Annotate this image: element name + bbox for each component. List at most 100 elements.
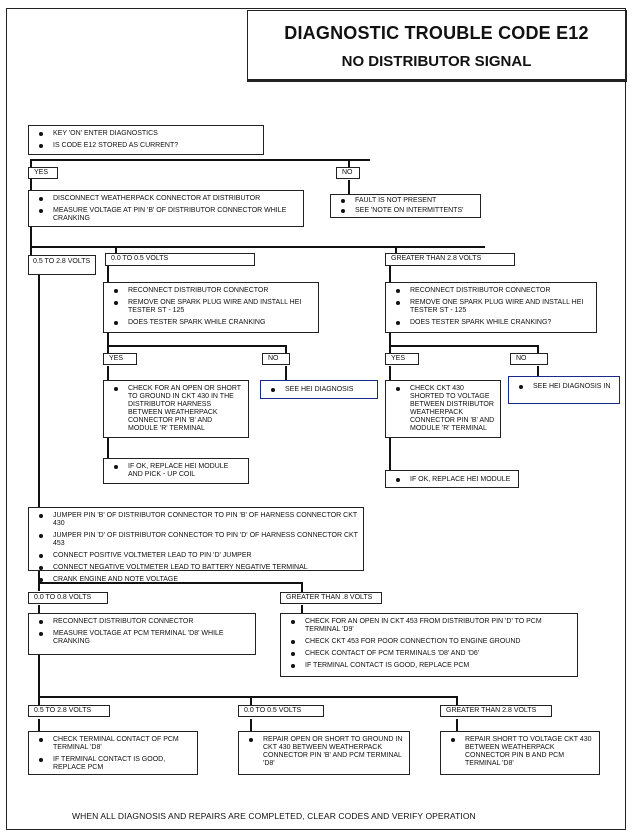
bullet-icon (396, 301, 400, 305)
bullet-icon (39, 132, 43, 136)
list-item: CONNECT POSITIVE VOLTMETER LEAD TO PIN '… (33, 552, 359, 560)
yes-label: YES (28, 167, 58, 179)
connector-line (456, 696, 458, 705)
bullet-icon (39, 514, 43, 518)
yes-label: YES (103, 353, 137, 365)
diagram-subtitle: NO DISTRIBUTOR SIGNAL (341, 53, 532, 70)
list-item: FAULT IS NOT PRESENT (335, 197, 476, 205)
connector-line (38, 719, 40, 731)
list-item: JUMPER PIN 'B' OF DISTRIBUTOR CONNECTOR … (33, 512, 359, 528)
bullet-icon (519, 385, 523, 389)
connector-line (395, 246, 397, 255)
bullet-icon (39, 632, 43, 636)
replace-hei-module-box: IF OK, REPLACE HEI MODULE (385, 470, 519, 488)
connector-line (107, 438, 109, 458)
bullet-icon (39, 554, 43, 558)
list-item: REMOVE ONE SPARK PLUG WIRE AND INSTALL H… (108, 299, 314, 315)
range-label: 0.0 TO 0.8 VOLTS (28, 592, 108, 604)
bullet-icon (291, 640, 295, 644)
bullet-icon (39, 738, 43, 742)
connector-line (537, 345, 539, 353)
bullet-icon (341, 199, 345, 203)
high-voltage-test-box: RECONNECT DISTRIBUTOR CONNECTOR REMOVE O… (385, 282, 597, 333)
connector-line (38, 274, 40, 510)
list-item: JUMPER PIN 'D' OF DISTRIBUTOR CONNECTOR … (33, 532, 359, 548)
replace-module-box: IF OK, REPLACE HEI MODULE AND PICK - UP … (103, 458, 249, 484)
list-item: DOES TESTER SPARK WHILE CRANKING? (390, 319, 592, 327)
repair-short-voltage-box: REPAIR SHORT TO VOLTAGE CKT 430 BETWEEN … (440, 731, 600, 775)
bullet-icon (396, 478, 400, 482)
range-label: 0.0 TO 0.5 VOLTS (105, 253, 255, 266)
no-label: NO (262, 353, 290, 365)
connector-line (38, 605, 40, 613)
title-box: DIAGNOSTIC TROUBLE CODE E12 NO DISTRIBUT… (247, 10, 627, 82)
range-label: 0.5 TO 2.8 VOLTS (28, 705, 110, 717)
start-box: KEY 'ON' ENTER DIAGNOSTICS IS CODE E12 S… (28, 125, 264, 155)
yes-label: YES (385, 353, 419, 365)
list-item: IS CODE E12 STORED AS CURRENT? (33, 142, 259, 150)
connector-line (38, 655, 40, 705)
no-label: NO (510, 353, 548, 365)
range-label: GREATER THAN .8 VOLTS (280, 592, 382, 604)
connector-line (30, 159, 370, 161)
connector-line (107, 345, 287, 347)
bullet-icon (114, 301, 118, 305)
terminal-contact-box: CHECK TERMINAL CONTACT OF PCM TERMINAL '… (28, 731, 198, 775)
bullet-icon (271, 388, 275, 392)
list-item: IF TERMINAL CONTACT IS GOOD, REPLACE PCM (285, 662, 573, 670)
list-item: CHECK FOR AN OPEN IN CKT 453 FROM DISTRI… (285, 618, 573, 634)
connector-line (107, 366, 109, 380)
bullet-icon (291, 652, 295, 656)
bullet-icon (39, 758, 43, 762)
list-item: IF TERMINAL CONTACT IS GOOD, REPLACE PCM (33, 756, 193, 772)
connector-line (301, 605, 303, 613)
repair-open-short-box: REPAIR OPEN OR SHORT TO GROUND IN CKT 43… (238, 731, 410, 775)
connector-line (285, 345, 287, 353)
bullet-icon (291, 664, 295, 668)
bullet-icon (39, 578, 43, 582)
footer-note: WHEN ALL DIAGNOSIS AND REPAIRS ARE COMPL… (72, 811, 476, 821)
bullet-icon (39, 620, 43, 624)
list-item: DISCONNECT WEATHERPACK CONNECTOR AT DIST… (33, 195, 299, 203)
see-hei-diagnosis-in-box: SEE HEI DIAGNOSIS IN (508, 376, 620, 404)
connector-line (389, 345, 539, 347)
list-item: SEE HEI DIAGNOSIS (265, 386, 373, 394)
list-item: CHECK TERMINAL CONTACT OF PCM TERMINAL '… (33, 736, 193, 752)
see-hei-diagnosis-box: SEE HEI DIAGNOSIS (260, 380, 378, 399)
connector-line (389, 366, 391, 380)
bullet-icon (114, 289, 118, 293)
list-item: RECONNECT DISTRIBUTOR CONNECTOR (108, 287, 314, 295)
connector-line (537, 366, 539, 380)
check-ckt-430-box: CHECK CKT 430 SHORTED TO VOLTAGE BETWEEN… (385, 380, 501, 438)
list-item: IF OK, REPLACE HEI MODULE AND PICK - UP … (108, 463, 244, 479)
disconnect-box: DISCONNECT WEATHERPACK CONNECTOR AT DIST… (28, 190, 304, 227)
connector-line (38, 582, 303, 584)
list-item: REPAIR OPEN OR SHORT TO GROUND IN CKT 43… (243, 736, 405, 768)
bullet-icon (396, 289, 400, 293)
bullet-icon (396, 387, 400, 391)
connector-line (107, 333, 109, 353)
range-label: GREATER THAN 2.8 VOLTS (440, 705, 552, 717)
list-item: IF OK, REPLACE HEI MODULE (390, 476, 514, 484)
list-item: CRANK ENGINE AND NOTE VOLTAGE (33, 576, 359, 584)
range-label: 0.0 TO 0.5 VOLTS (238, 705, 324, 717)
no-label: NO (336, 167, 360, 179)
list-item: CHECK CKT 430 SHORTED TO VOLTAGE BETWEEN… (390, 385, 496, 433)
connector-line (456, 719, 458, 731)
bullet-icon (249, 738, 253, 742)
connector-line (250, 696, 252, 705)
list-item: SEE HEI DIAGNOSIS IN (513, 383, 615, 391)
bullet-icon (39, 197, 43, 201)
bullet-icon (39, 209, 43, 213)
connector-line (115, 246, 117, 255)
list-item: CHECK CKT 453 FOR POOR CONNECTION TO ENG… (285, 638, 573, 646)
list-item: RECONNECT DISTRIBUTOR CONNECTOR (33, 618, 251, 626)
connector-line (389, 438, 391, 470)
connector-line (250, 719, 252, 731)
bullet-icon (291, 620, 295, 624)
connector-line (348, 180, 350, 194)
connector-line (30, 180, 32, 190)
bullet-icon (396, 321, 400, 325)
list-item: MEASURE VOLTAGE AT PCM TERMINAL 'D8' WHI… (33, 630, 251, 646)
connector-line (389, 333, 391, 353)
